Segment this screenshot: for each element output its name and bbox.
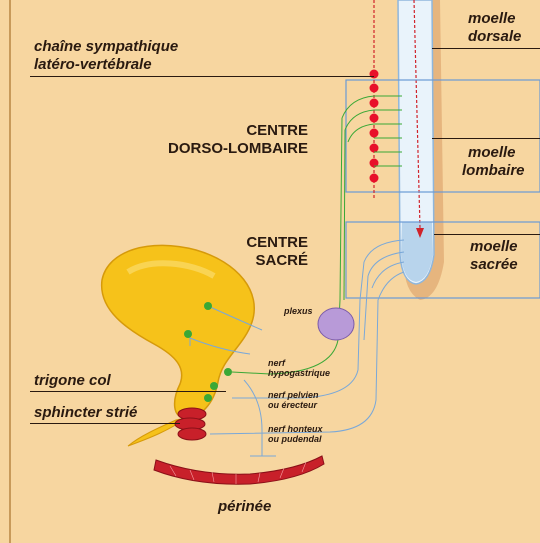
- label-sphincter: sphincter strié: [34, 404, 137, 421]
- chaine-leader-line: [30, 76, 374, 77]
- ganglion-dot: [370, 174, 379, 183]
- ganglion-dot: [370, 129, 379, 138]
- receptor-dot: [204, 394, 212, 402]
- label-moelle-dorsale-line2: dorsale: [468, 28, 521, 45]
- label-moelle-dorsale-line1: moelle: [468, 10, 516, 27]
- receptor-dot: [224, 368, 232, 376]
- label-nerf-hypo-line1: nerf: [268, 358, 285, 368]
- ganglion-dot: [370, 99, 379, 108]
- label-plexus: plexus: [284, 306, 313, 316]
- plexus: [318, 308, 354, 340]
- receptor-dot: [184, 330, 192, 338]
- receptor-dot: [204, 302, 212, 310]
- sphincter-striated: [175, 408, 206, 440]
- label-chaine-line1: chaîne sympathique: [34, 38, 178, 55]
- label-centre-s-line2: SACRÉ: [255, 252, 308, 270]
- label-centre-s-line1: CENTRE: [246, 234, 308, 252]
- label-nerf-hypo-line2: hypogastrique: [268, 368, 330, 378]
- label-moelle-sacree-line2: sacrée: [470, 256, 518, 273]
- label-nerf-pelvien-line2: ou érecteur: [268, 400, 317, 410]
- bladder: [102, 245, 255, 418]
- label-chaine-line2: latéro-vertébrale: [34, 56, 152, 73]
- label-nerf-pelvien-line1: nerf pelvien: [268, 390, 319, 400]
- label-moelle-lombaire-line2: lombaire: [462, 162, 525, 179]
- label-moelle-lombaire-line1: moelle: [468, 144, 516, 161]
- label-perinee: périnée: [218, 498, 271, 515]
- ganglion-dot: [370, 84, 379, 93]
- ganglion-dot: [370, 70, 379, 79]
- sacree-leader-line: [434, 234, 540, 235]
- label-centre-dl-line1: CENTRE: [246, 122, 308, 140]
- label-trigone: trigone col: [34, 372, 111, 389]
- perineum: [154, 456, 324, 484]
- label-moelle-sacree-line1: moelle: [470, 238, 518, 255]
- sphincter-leader-line: [30, 423, 180, 424]
- receptor-dot: [210, 382, 218, 390]
- trigone-leader-line: [30, 391, 226, 392]
- label-nerf-honteux-line1: nerf honteux: [268, 424, 323, 434]
- dorsale-leader-line: [432, 48, 540, 49]
- label-centre-dl-line2: DORSO-LOMBAIRE: [168, 140, 308, 158]
- label-nerf-honteux-line2: ou pudendal: [268, 434, 322, 444]
- lombaire-leader-line: [432, 138, 540, 139]
- ganglion-dot: [370, 114, 379, 123]
- ganglion-dot: [370, 144, 379, 153]
